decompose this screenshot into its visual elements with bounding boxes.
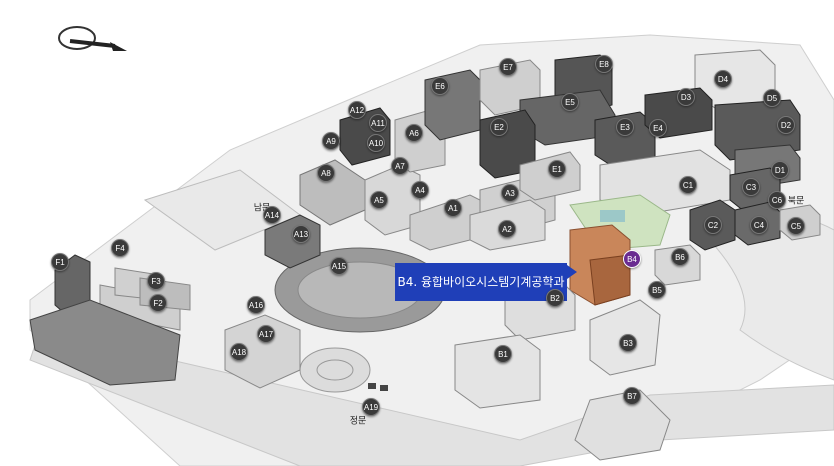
marker-a17[interactable]: A17 bbox=[257, 325, 275, 343]
marker-e6[interactable]: E6 bbox=[431, 77, 449, 95]
marker-b4[interactable]: B4 bbox=[623, 250, 641, 268]
marker-c2[interactable]: C2 bbox=[704, 216, 722, 234]
marker-a19[interactable]: A19 bbox=[362, 398, 380, 416]
marker-a8[interactable]: A8 bbox=[317, 164, 335, 182]
marker-a2[interactable]: A2 bbox=[498, 220, 516, 238]
marker-f3[interactable]: F3 bbox=[147, 272, 165, 290]
marker-c5[interactable]: C5 bbox=[787, 217, 805, 235]
marker-f4[interactable]: F4 bbox=[111, 239, 129, 257]
building-d2 bbox=[714, 99, 801, 161]
marker-e5[interactable]: E5 bbox=[561, 93, 579, 111]
marker-c4[interactable]: C4 bbox=[750, 216, 768, 234]
building-b1 bbox=[454, 334, 541, 409]
marker-a5[interactable]: A5 bbox=[370, 191, 388, 209]
marker-d5[interactable]: D5 bbox=[763, 89, 781, 107]
marker-c6[interactable]: C6 bbox=[768, 191, 786, 209]
main-gate-label: 정문 bbox=[349, 415, 367, 426]
marker-d4[interactable]: D4 bbox=[714, 70, 732, 88]
marker-b7[interactable]: B7 bbox=[623, 387, 641, 405]
marker-a15[interactable]: A15 bbox=[330, 257, 348, 275]
compass-icon bbox=[58, 26, 127, 51]
marker-e4[interactable]: E4 bbox=[649, 119, 667, 137]
marker-b2[interactable]: B2 bbox=[546, 289, 564, 307]
marker-a18[interactable]: A18 bbox=[230, 343, 248, 361]
marker-e3[interactable]: E3 bbox=[616, 118, 634, 136]
marker-b6[interactable]: B6 bbox=[671, 248, 689, 266]
marker-e2[interactable]: E2 bbox=[490, 118, 508, 136]
marker-a7[interactable]: A7 bbox=[391, 157, 409, 175]
marker-e8[interactable]: E8 bbox=[595, 55, 613, 73]
marker-b5[interactable]: B5 bbox=[648, 281, 666, 299]
marker-a9[interactable]: A9 bbox=[322, 132, 340, 150]
marker-d1[interactable]: D1 bbox=[771, 161, 789, 179]
round-plaza bbox=[299, 347, 371, 393]
marker-c3[interactable]: C3 bbox=[742, 178, 760, 196]
building-f-main bbox=[29, 299, 181, 386]
marker-a4[interactable]: A4 bbox=[411, 181, 429, 199]
marker-a1[interactable]: A1 bbox=[444, 199, 462, 217]
marker-a10[interactable]: A10 bbox=[367, 134, 385, 152]
marker-e1[interactable]: E1 bbox=[548, 160, 566, 178]
marker-d3[interactable]: D3 bbox=[677, 88, 695, 106]
marker-b1[interactable]: B1 bbox=[494, 345, 512, 363]
marker-a11[interactable]: A11 bbox=[369, 114, 387, 132]
marker-f2[interactable]: F2 bbox=[149, 294, 167, 312]
marker-c1[interactable]: C1 bbox=[679, 176, 697, 194]
marker-e7[interactable]: E7 bbox=[499, 58, 517, 76]
marker-a16[interactable]: A16 bbox=[247, 296, 265, 314]
building-a17 bbox=[224, 314, 301, 389]
marker-a3[interactable]: A3 bbox=[501, 184, 519, 202]
marker-f1[interactable]: F1 bbox=[51, 253, 69, 271]
marker-b3[interactable]: B3 bbox=[619, 334, 637, 352]
marker-a12[interactable]: A12 bbox=[348, 101, 366, 119]
marker-a6[interactable]: A6 bbox=[405, 124, 423, 142]
selected-building-callout: B4. 융합바이오시스템기계공학과 bbox=[395, 263, 577, 301]
marker-a14[interactable]: A14 bbox=[263, 206, 281, 224]
north-gate-label: 북문 bbox=[787, 195, 805, 206]
marker-a13[interactable]: A13 bbox=[292, 225, 310, 243]
marker-d2[interactable]: D2 bbox=[777, 116, 795, 134]
building-b7 bbox=[574, 389, 671, 461]
south-gate-label: 남문 bbox=[253, 202, 271, 213]
